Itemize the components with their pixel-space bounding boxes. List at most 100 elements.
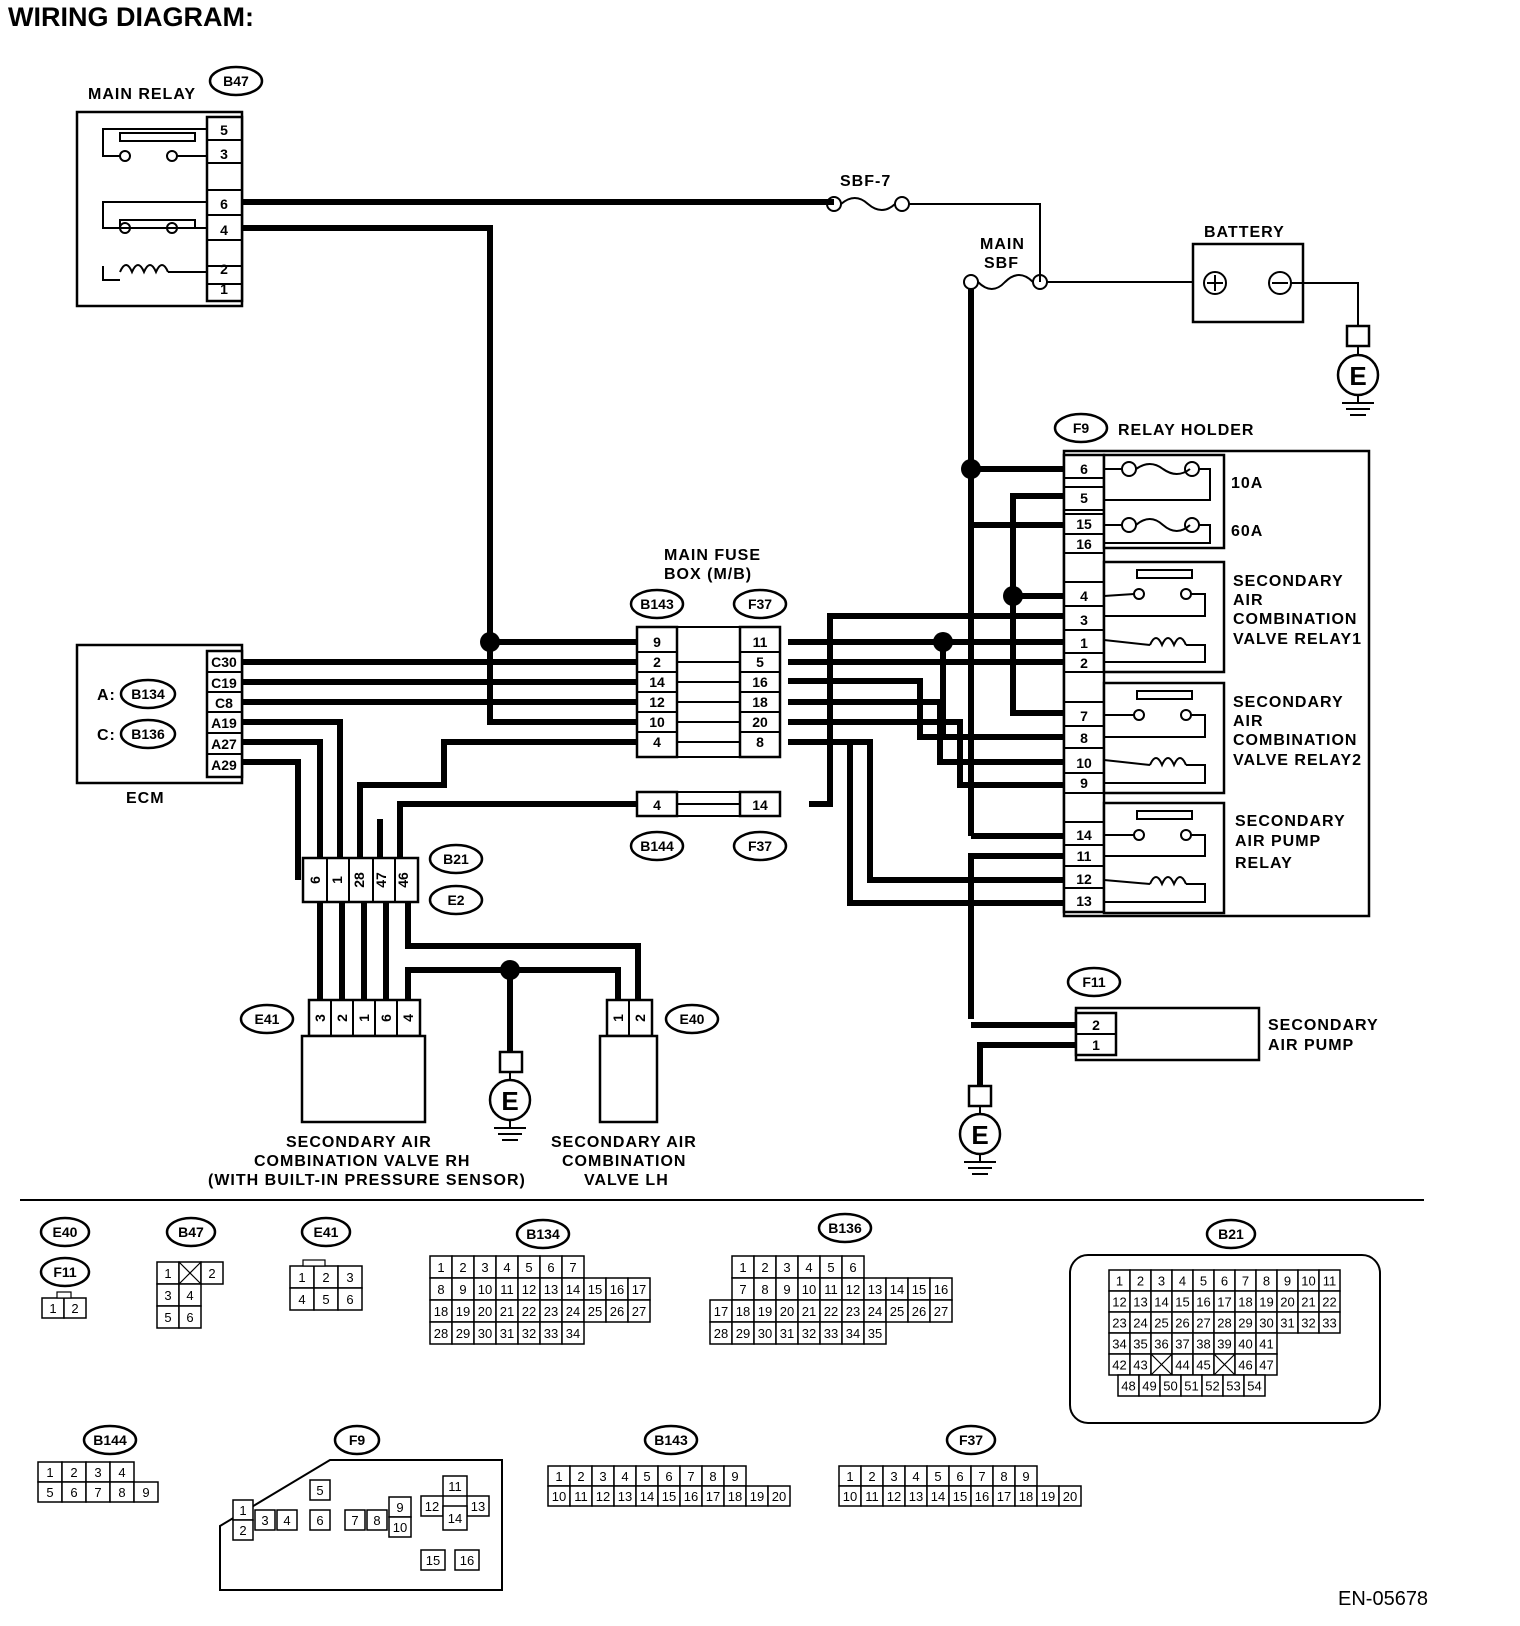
ground-symbol-label: E bbox=[971, 1120, 988, 1150]
face-f37-pin-label: 10 bbox=[843, 1489, 857, 1504]
face-b136-pin-label: 26 bbox=[912, 1304, 926, 1319]
face-badges: E40 F11 B47 E41 B134 B136 B21 B144 F9 B1… bbox=[39, 1212, 1257, 1456]
face-b134-pin-label: 1 bbox=[437, 1260, 444, 1275]
face-f37-pin-label: 4 bbox=[912, 1469, 919, 1484]
face-b136-pin-label: 11 bbox=[824, 1282, 838, 1297]
face-e41-badge bbox=[300, 1216, 352, 1248]
relay2-label-1: SECONDARY bbox=[1233, 694, 1344, 711]
valve-rh-label-3: (WITH BUILT-IN PRESSURE SENSOR) bbox=[208, 1172, 526, 1189]
connector-b144-label: B144 bbox=[640, 838, 674, 854]
face-b134-pin-label: 30 bbox=[478, 1326, 492, 1341]
face-b134-pin-label: 22 bbox=[522, 1304, 536, 1319]
face-e40-label: E40 bbox=[53, 1224, 78, 1240]
b144-pin: 4 bbox=[653, 797, 661, 813]
face-b144-cell bbox=[133, 1481, 159, 1503]
face-b143-pin-label: 6 bbox=[665, 1469, 672, 1484]
pump-label-1: SECONDARY bbox=[1268, 1017, 1379, 1034]
face-b136-pin-label: 30 bbox=[758, 1326, 772, 1341]
face-b21-pin-label: 23 bbox=[1112, 1316, 1126, 1331]
face-f9-pin-label: 6 bbox=[316, 1513, 323, 1528]
relay1-label-2: AIR bbox=[1233, 592, 1264, 609]
face-b136-pin-label: 7 bbox=[739, 1282, 746, 1297]
face-f37-pin-label: 17 bbox=[997, 1489, 1011, 1504]
face-b47-pin-label: 6 bbox=[186, 1310, 193, 1325]
face-b21-pin-label: 31 bbox=[1280, 1316, 1294, 1331]
face-e41-pin-label: 6 bbox=[346, 1292, 353, 1307]
face-e41-pin-label: 1 bbox=[298, 1270, 305, 1285]
face-f9-pin-label: 7 bbox=[351, 1513, 358, 1528]
face-b143-badge bbox=[643, 1424, 699, 1456]
face-f37-pin-label: 14 bbox=[931, 1489, 945, 1504]
face-f9-cell bbox=[454, 1549, 480, 1571]
face-f9-pin-label: 3 bbox=[261, 1513, 268, 1528]
connector-b21-label: B21 bbox=[443, 851, 469, 867]
face-b143-pin-label: 16 bbox=[684, 1489, 698, 1504]
b21-pin: 1 bbox=[329, 876, 345, 884]
face-b21-pin-label: 33 bbox=[1322, 1316, 1336, 1331]
face-b134-pin-label: 27 bbox=[632, 1304, 646, 1319]
f9-pin: 7 bbox=[1080, 708, 1088, 724]
face-b136-pin-label: 9 bbox=[783, 1282, 790, 1297]
face-b47-cell bbox=[200, 1261, 224, 1285]
face-b143-pin-label: 20 bbox=[772, 1489, 786, 1504]
face-f9-pin-label: 5 bbox=[316, 1483, 323, 1498]
connector-f11-label: F11 bbox=[1082, 974, 1106, 990]
face-b136-pin-label: 3 bbox=[783, 1260, 790, 1275]
face-b134-pin-label: 15 bbox=[588, 1282, 602, 1297]
ecm-pin: C30 bbox=[211, 654, 237, 670]
pump-label-2: AIR PUMP bbox=[1268, 1037, 1354, 1054]
relay-holder: F9 RELAY HOLDER 6 5 15 16 4 3 1 2 7 8 bbox=[1053, 412, 1371, 918]
face-b134-pin-label: 2 bbox=[459, 1260, 466, 1275]
face-b143-pin-label: 4 bbox=[621, 1469, 628, 1484]
valve-rh-label-1: SECONDARY AIR bbox=[286, 1134, 432, 1151]
f9-pin: 14 bbox=[1076, 827, 1092, 843]
face-f37-pin-label: 12 bbox=[887, 1489, 901, 1504]
face-f9-cell bbox=[442, 1475, 468, 1497]
face-b134-pin-label: 4 bbox=[503, 1260, 510, 1275]
f37-pin: 18 bbox=[752, 694, 768, 710]
face-b136-pin-label: 23 bbox=[846, 1304, 860, 1319]
connector-b143-label: B143 bbox=[640, 596, 674, 612]
main-relay-pin: 6 bbox=[220, 196, 228, 212]
face-b21-pin-label: 19 bbox=[1259, 1295, 1273, 1310]
face-f37-pin-label: 2 bbox=[868, 1469, 875, 1484]
f9-pin: 6 bbox=[1080, 461, 1088, 477]
face-b134-badge bbox=[515, 1218, 571, 1250]
face-b21-pin-label: 28 bbox=[1217, 1316, 1231, 1331]
face-f9-pin-label: 11 bbox=[448, 1479, 462, 1494]
face-b21-pin-label: 35 bbox=[1133, 1337, 1147, 1352]
b143-pin: 4 bbox=[653, 734, 661, 750]
face-b136-pin-label: 12 bbox=[846, 1282, 860, 1297]
e41-pin: 1 bbox=[356, 1014, 372, 1022]
face-b143-pin-label: 1 bbox=[555, 1469, 562, 1484]
face-b134-pin-label: 14 bbox=[566, 1282, 580, 1297]
face-b144-pin-label: 3 bbox=[94, 1465, 101, 1480]
connector-e41-badge bbox=[239, 1003, 295, 1035]
face-b136-pin-label: 15 bbox=[912, 1282, 926, 1297]
face-b134-pin-label: 11 bbox=[500, 1282, 514, 1297]
face-f37-pin-label: 8 bbox=[1000, 1469, 1007, 1484]
wires-ecm bbox=[242, 632, 637, 880]
face-f9-pin-label: 1 bbox=[239, 1503, 246, 1518]
face-f9-cell bbox=[388, 1516, 412, 1538]
main-relay-label: MAIN RELAY bbox=[88, 86, 196, 103]
face-b21-pin-label: 22 bbox=[1322, 1295, 1336, 1310]
f9-pin: 12 bbox=[1076, 871, 1092, 887]
face-f9-badge bbox=[333, 1424, 381, 1456]
connector-f37-label: F37 bbox=[748, 596, 772, 612]
face-b136-pin-label: 19 bbox=[758, 1304, 772, 1319]
f9-pin: 4 bbox=[1080, 588, 1088, 604]
face-f9-label: F9 bbox=[349, 1432, 366, 1448]
wires-relay-holder bbox=[788, 459, 1064, 1019]
face-b134-pin-label: 3 bbox=[481, 1260, 488, 1275]
face-b21-pin-label: 36 bbox=[1154, 1337, 1168, 1352]
ground-valves: E bbox=[488, 1050, 532, 1141]
b143-pin: 2 bbox=[653, 654, 661, 670]
face-f37-badge bbox=[945, 1424, 997, 1456]
face-b134-pin-label: 24 bbox=[566, 1304, 580, 1319]
b21-pin: 47 bbox=[373, 872, 389, 888]
connector-b47-badge bbox=[208, 65, 264, 97]
face-b143-pin-label: 12 bbox=[596, 1489, 610, 1504]
relay-holder-label: RELAY HOLDER bbox=[1118, 422, 1254, 439]
ecm-pin: A29 bbox=[211, 757, 237, 773]
